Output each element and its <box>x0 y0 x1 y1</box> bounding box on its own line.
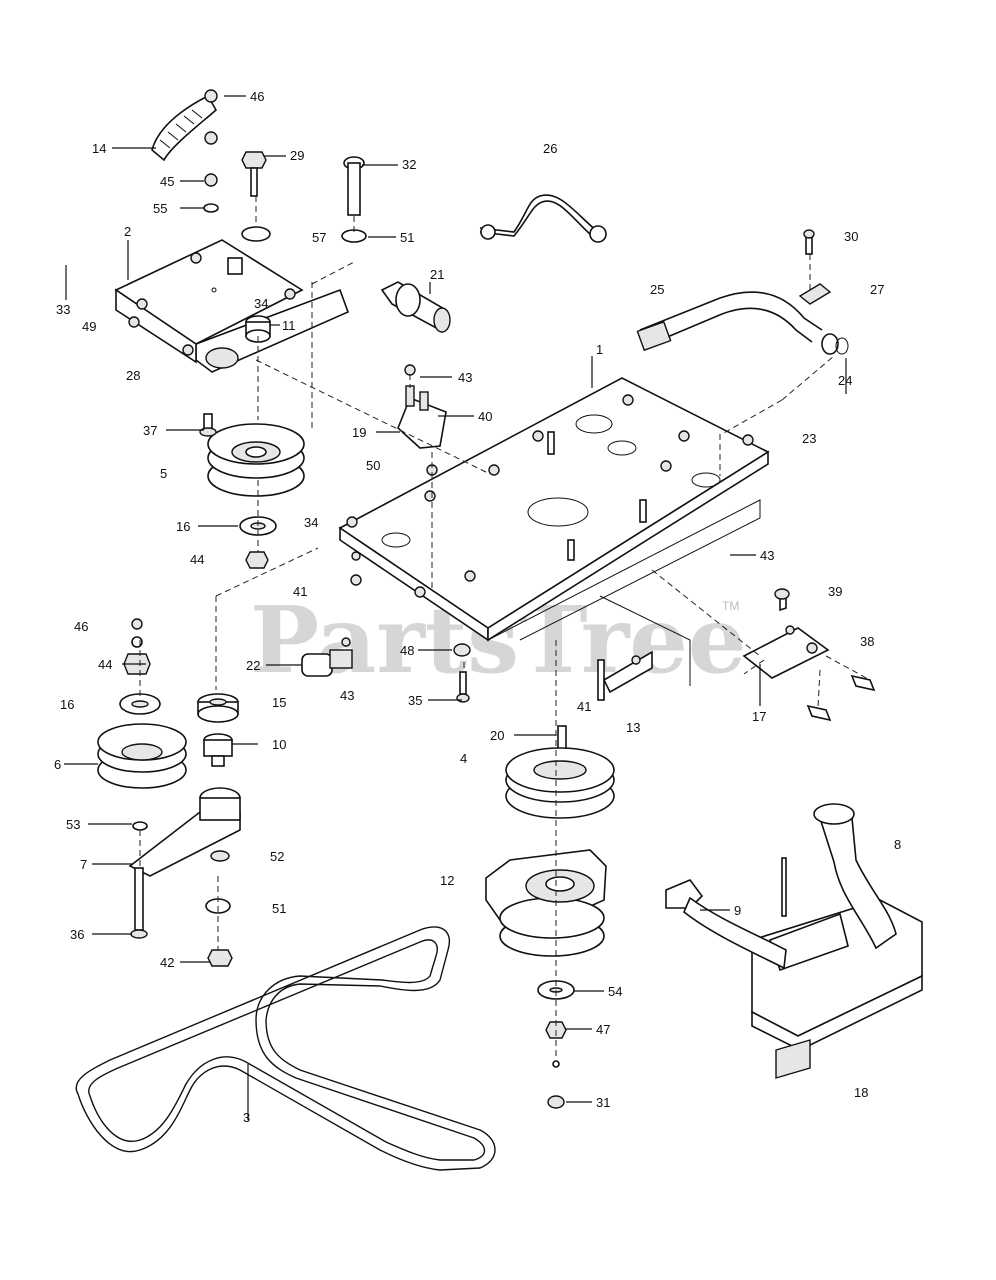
muffler <box>665 803 923 1079</box>
callout-36: 36 <box>70 927 84 942</box>
callout-55: 55 <box>153 201 167 216</box>
callout-52: 52 <box>270 849 284 864</box>
callout-29: 29 <box>290 148 304 163</box>
callout-8: 8 <box>894 837 901 852</box>
callout-50: 50 <box>366 458 380 473</box>
callout-44-lower: 44 <box>98 657 112 672</box>
callout-11: 11 <box>282 318 296 333</box>
callout-17: 17 <box>752 709 766 724</box>
callout-23: 23 <box>802 431 816 446</box>
nut-stack-upper <box>203 89 219 213</box>
callout-25: 25 <box>650 282 664 297</box>
pulley-4 <box>505 725 615 819</box>
callout-13: 13 <box>626 720 640 735</box>
spring <box>151 94 218 162</box>
callout-labels: 1 2 3 4 5 6 7 8 9 10 11 12 13 14 15 16 1… <box>54 89 901 1125</box>
bracket-13-17 <box>597 588 876 722</box>
callout-43-lower: 43 <box>340 688 354 703</box>
callout-21: 21 <box>430 267 444 282</box>
callout-44-upper: 44 <box>190 552 204 567</box>
idler-pulley-5 <box>207 423 305 497</box>
callout-7: 7 <box>80 857 87 872</box>
callout-53: 53 <box>66 817 80 832</box>
callout-37: 37 <box>143 423 157 438</box>
bushing-15 <box>197 693 239 723</box>
switch-22 <box>301 637 353 677</box>
callout-57: 57 <box>312 230 326 245</box>
callout-48: 48 <box>400 643 414 658</box>
callout-12: 12 <box>440 873 454 888</box>
callout-22: 22 <box>246 658 260 673</box>
watermark-tm: TM <box>722 599 739 613</box>
callout-54: 54 <box>608 984 622 999</box>
left-pulley-stack <box>97 618 241 967</box>
callout-49: 49 <box>82 319 96 334</box>
callout-27: 27 <box>870 282 884 297</box>
callout-32: 32 <box>402 157 416 172</box>
clamp-27 <box>798 229 832 305</box>
callout-46-lower: 46 <box>74 619 88 634</box>
callout-2: 2 <box>124 224 131 239</box>
callout-51-lower: 51 <box>272 901 286 916</box>
callout-42: 42 <box>160 955 174 970</box>
callout-6: 6 <box>54 757 61 772</box>
hose-25 <box>636 291 849 355</box>
callout-31: 31 <box>596 1095 610 1110</box>
callout-24: 24 <box>838 373 852 388</box>
callout-20: 20 <box>490 728 504 743</box>
callout-34-upper: 34 <box>254 296 268 311</box>
callout-3: 3 <box>243 1110 250 1125</box>
clutch-12 <box>485 849 607 957</box>
callout-5: 5 <box>160 466 167 481</box>
callout-28: 28 <box>126 368 140 383</box>
callout-1: 1 <box>596 342 603 357</box>
drive-belt <box>75 926 496 1171</box>
callout-26: 26 <box>543 141 557 156</box>
callout-39: 39 <box>828 584 842 599</box>
callout-45: 45 <box>160 174 174 189</box>
callout-43-upper: 43 <box>458 370 472 385</box>
plug-21 <box>380 281 451 333</box>
callout-40: 40 <box>478 409 492 424</box>
callout-51-upper: 51 <box>400 230 414 245</box>
callout-18: 18 <box>854 1085 868 1100</box>
callout-16-lower: 16 <box>60 697 74 712</box>
callout-9: 9 <box>734 903 741 918</box>
assembly-lines <box>139 196 871 1060</box>
callout-43-right: 43 <box>760 548 774 563</box>
callout-41-lower: 41 <box>577 699 591 714</box>
callout-38: 38 <box>860 634 874 649</box>
solenoid <box>397 364 447 476</box>
ground-cable <box>479 194 607 243</box>
main-plate <box>338 377 770 642</box>
callout-41-upper: 41 <box>293 584 307 599</box>
callout-34-lower: 34 <box>304 515 318 530</box>
bushing-10 <box>203 733 233 767</box>
callout-4: 4 <box>460 751 467 766</box>
callout-33: 33 <box>56 302 70 317</box>
callout-16-upper: 16 <box>176 519 190 534</box>
pin-32 <box>341 156 367 243</box>
callout-35: 35 <box>408 693 422 708</box>
callout-46-upper: 46 <box>250 89 264 104</box>
callout-15: 15 <box>272 695 286 710</box>
bolt-29 <box>241 151 271 242</box>
callout-10: 10 <box>272 737 286 752</box>
leader-lines <box>64 95 847 1120</box>
callout-47: 47 <box>596 1022 610 1037</box>
pulley-bracket <box>114 239 350 373</box>
callout-19: 19 <box>352 425 366 440</box>
callout-14: 14 <box>92 141 106 156</box>
callout-30: 30 <box>844 229 858 244</box>
